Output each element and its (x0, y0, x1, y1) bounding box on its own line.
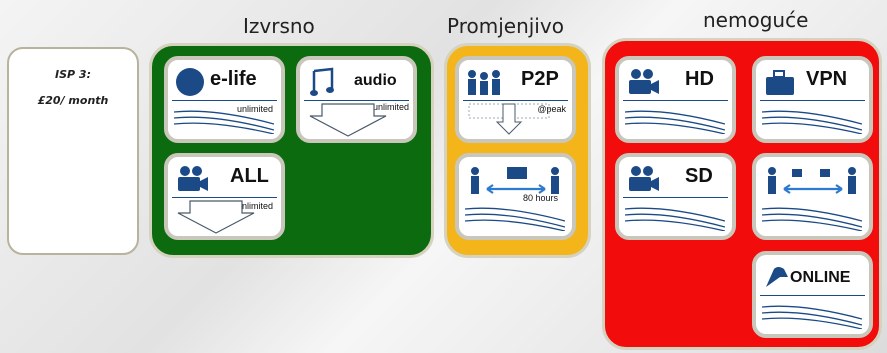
tile-online-label: ONLINE (790, 269, 851, 286)
heading-promjenjivo: Promjenjivo (447, 14, 564, 38)
isp-card: ISP 3: £20/ month (7, 47, 139, 255)
music-note-icon (310, 67, 334, 96)
tile-e-life-note: unlimited (236, 104, 273, 114)
waves-icon (762, 305, 862, 329)
tile-all: ALL unlimited (164, 153, 285, 240)
waves-icon (762, 110, 862, 134)
tile-hd: HD (615, 56, 736, 143)
tile-vpn-label: VPN (806, 68, 848, 90)
down-arrow-icon (309, 103, 387, 137)
down-arrow-icon (177, 200, 255, 234)
waves-icon (174, 110, 274, 134)
tile-audio: audio unlimited (296, 56, 417, 143)
tile-sd: SD (615, 153, 736, 240)
isp-price: £20/ month (37, 94, 109, 107)
tile-e-life-label: e-life (210, 68, 257, 90)
heading-nemoguce: nemoguće (703, 8, 809, 32)
tile-vpn: VPN (752, 56, 873, 143)
tile-all-label: ALL (230, 165, 269, 187)
tile-e-life: e-life unlimited (164, 56, 285, 143)
tile-audio-label: audio (354, 72, 397, 89)
video-camera-icon (629, 69, 659, 94)
people-group-icon (468, 70, 500, 95)
two-people-video-icon (768, 167, 856, 194)
two-people-chat-icon (471, 167, 559, 194)
tile-chat: 80 hours (455, 153, 576, 240)
briefcase-icon (766, 70, 794, 95)
tile-p2p: P2P @peak (455, 56, 576, 143)
tile-audio-note: unlimited (372, 102, 409, 112)
tile-video-call (752, 153, 873, 240)
tile-p2p-label: P2P (521, 68, 559, 90)
waves-icon (625, 110, 725, 134)
game-controller-icon (766, 267, 788, 287)
waves-icon (762, 207, 862, 231)
heading-izvrsno: Izvrsno (243, 14, 315, 38)
tile-online: ONLINE (752, 251, 873, 338)
circle-icon (176, 68, 204, 96)
isp-name: ISP 3: (55, 68, 91, 81)
tile-all-note: unlimited (236, 201, 273, 211)
video-camera-icon (629, 166, 659, 191)
tile-chat-note: 80 hours (522, 193, 558, 203)
down-arrow-icon (468, 103, 550, 135)
tile-sd-label: SD (685, 165, 713, 187)
tile-p2p-note: @peak (537, 104, 566, 114)
waves-icon (465, 207, 565, 231)
tile-hd-label: HD (685, 68, 714, 90)
video-camera-icon (178, 166, 208, 191)
waves-icon (625, 207, 725, 231)
